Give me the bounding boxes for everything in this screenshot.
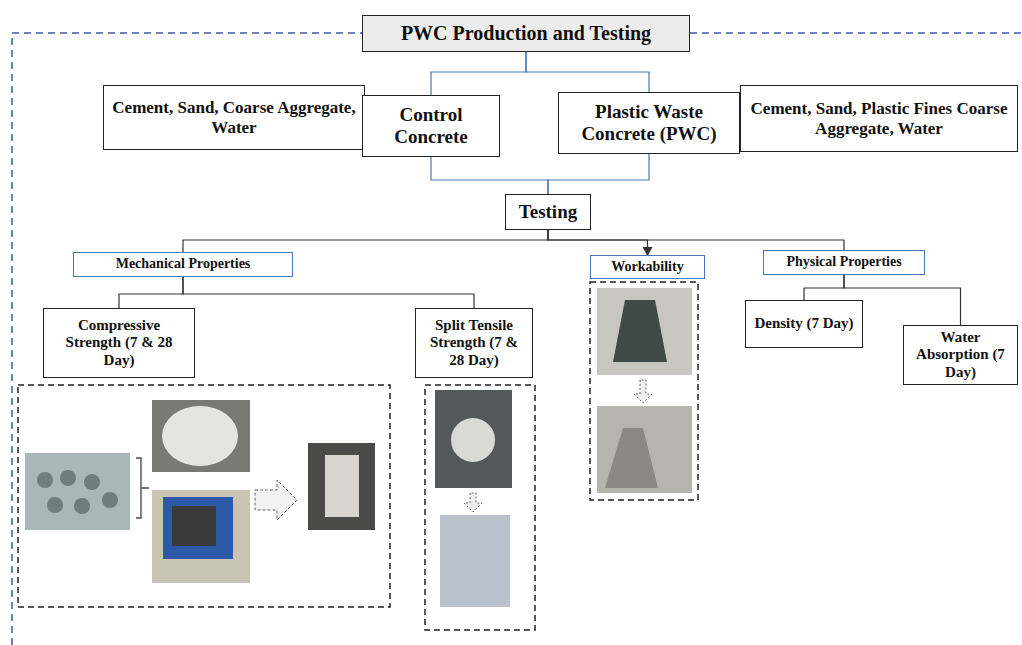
ingredient-box: Cement, Sand, Coarse Aggregate, Water [103,85,365,150]
connector [548,154,649,194]
test-box: Water Absorption (7 Day) [903,325,1018,385]
category-box: Workability [590,255,705,279]
process-box: Testing [505,194,591,230]
box-text: Plastic Waste Concrete (PWC) [565,101,733,145]
process-box: Plastic Waste Concrete (PWC) [558,92,740,154]
box-text: Compressive Strength (7 & 28 Day) [50,317,188,369]
box-text: Cement, Sand, Coarse Aggregate, Water [110,98,358,137]
photo-group-frame [590,282,698,500]
tested-cylinder [325,455,359,517]
box-text: Water Absorption (7 Day) [910,329,1011,381]
connector [183,277,474,308]
connector [804,275,844,300]
connector [431,52,526,95]
box-text: Control Concrete [369,104,493,148]
slumped-concrete [605,428,658,488]
test-box: Compressive Strength (7 & 28 Day) [43,308,195,378]
process-arrow [255,480,297,520]
slump-cone-photo [597,288,692,375]
cylinder-photo-ground [152,400,250,472]
oven-door [172,506,216,546]
connector [526,52,649,92]
box-text: Split Tensile Strength (7 & 28 Day) [422,317,526,369]
box-text: Cement, Sand, Plastic Fines Coarse Aggre… [747,99,1011,138]
test-box: Density (7 Day) [745,300,863,348]
oven-body [163,497,233,559]
photo-group-frame [18,385,390,607]
box-text: Testing [519,201,577,223]
slump-test-photo [597,406,692,493]
compression-test-photo [308,443,375,530]
connector [119,277,183,308]
box-text: Density (7 Day) [754,315,853,332]
submerged-specimens [37,470,118,514]
outer-dashed-frame [12,33,1021,645]
connector [183,230,548,252]
ingredient-box: Cement, Sand, Plastic Fines Coarse Aggre… [740,85,1018,152]
split-specimen [451,418,495,462]
slump-cone [613,300,667,362]
connector [431,157,548,194]
curing-tank-photo [25,453,130,530]
box-text: Physical Properties [786,254,901,270]
connector [548,230,844,250]
connector [548,230,648,255]
category-box: Physical Properties [763,250,925,275]
box-text: Workability [611,259,683,275]
process-arrow [634,380,652,403]
bracket [136,458,149,518]
test-box: Split Tensile Strength (7 & 28 Day) [415,308,533,378]
oven-photo [152,490,250,583]
photo-group-frame [425,385,535,630]
box-text: Mechanical Properties [116,256,251,272]
box-text: PWC Production and Testing [401,22,651,45]
process-box: Control Concrete [362,95,500,157]
split-failure-photo [440,515,510,607]
split-test-photo [435,390,512,488]
title-box: PWC Production and Testing [362,15,690,52]
process-arrow [464,493,482,512]
cylinder-specimen [162,406,238,466]
category-box: Mechanical Properties [73,252,293,277]
